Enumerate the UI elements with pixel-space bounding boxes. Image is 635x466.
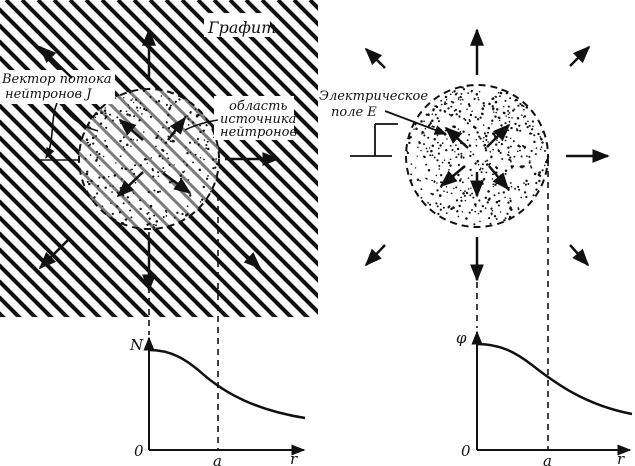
field-leader: [350, 110, 448, 157]
field-arrow-dr: [569, 244, 590, 267]
field-arrow-inner-ur: [486, 123, 511, 148]
right-graph: φ 0 a r: [456, 160, 633, 466]
label-field-line2: поле E: [331, 105, 377, 120]
field-arrows: [364, 28, 610, 282]
right-axis-origin: 0: [461, 442, 471, 460]
field-arrow-inner-dl: [439, 165, 466, 188]
flux-arrow-inner-dl: [116, 171, 144, 198]
left-axis-a: a: [213, 452, 222, 466]
left-graph: N 0 a r: [129, 195, 306, 466]
flux-arrows: [38, 28, 280, 292]
field-arrow-inner-dr: [488, 165, 510, 191]
label-source-line2: источника: [220, 112, 296, 127]
flux-arrow-inner-dr: [162, 171, 192, 195]
flux-arrow-downleft: [38, 237, 71, 270]
label-graphite: Графит: [207, 18, 276, 37]
field-arrow-ur: [569, 45, 591, 67]
field-arrow-inner-ul: [444, 126, 469, 149]
flux-arrow-downright: [227, 237, 262, 270]
left-axis-x-label: r: [290, 450, 298, 466]
flux-arrow-inner-ur: [167, 116, 187, 141]
right-axis-y-label: φ: [456, 329, 467, 347]
neutron-density-curve: [148, 348, 306, 420]
label-source-line1: область: [229, 99, 287, 114]
source-leader: [184, 119, 219, 131]
left-axis-origin: 0: [134, 442, 144, 460]
field-arrow-ul: [364, 47, 386, 69]
right-axis-a: a: [543, 452, 552, 466]
neutron-source-region: [78, 88, 220, 230]
charge-region: [405, 84, 549, 228]
label-source-line3: нейтронов: [220, 125, 297, 140]
flux-arrow-upleft: [38, 45, 73, 79]
label-flux-line2: нейтронов J: [5, 87, 92, 102]
flux-leader: [36, 102, 99, 161]
right-axis-x-label: r: [617, 450, 625, 466]
flux-arrow-inner-ul: [118, 118, 144, 141]
label-flux-line1: Вектор потока: [1, 72, 111, 87]
field-arrow-dl: [364, 244, 386, 267]
left-axis-y-label: N: [129, 336, 144, 354]
potential-curve: [476, 342, 633, 416]
label-field-line1: Электрическое: [319, 89, 428, 104]
